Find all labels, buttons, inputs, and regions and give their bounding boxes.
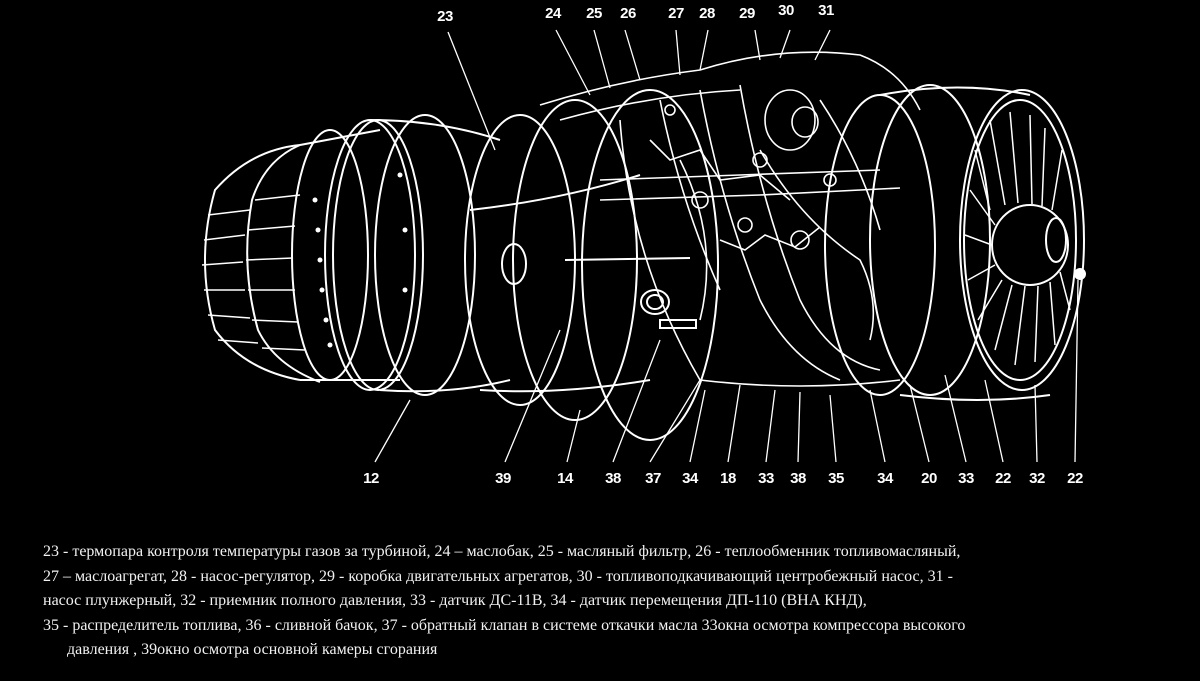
caption-line-4: 35 - распределитель топлива, 36 - сливно… <box>43 616 966 634</box>
callout-32: 32 <box>1029 470 1045 487</box>
callout-27: 27 <box>668 5 684 22</box>
caption-line-5: давления , 39окно осмотра основной камер… <box>67 641 438 658</box>
callout-38: 38 <box>605 470 621 487</box>
callout-34-b: 34 <box>877 470 893 487</box>
compressor-casing <box>824 84 1051 401</box>
caption-line-2: 27 – маслоагрегат, 28 - насос-регулятор,… <box>43 567 953 585</box>
callout-30: 30 <box>778 2 794 19</box>
engine-diagram: 23 24 25 26 27 28 29 30 31 12 39 14 38 3… <box>201 2 1086 487</box>
turbine-casing <box>291 114 511 396</box>
callout-34: 34 <box>682 470 698 487</box>
callout-18: 18 <box>720 470 736 487</box>
exhaust-nozzle <box>201 129 400 383</box>
leader-lines <box>374 29 1079 463</box>
combustor-casing <box>464 89 719 441</box>
engine-drawing <box>201 29 1086 463</box>
callout-39: 39 <box>495 470 511 487</box>
callout-24: 24 <box>545 5 561 22</box>
callout-29: 29 <box>739 5 755 22</box>
callout-12: 12 <box>363 470 379 487</box>
callout-37: 37 <box>645 470 661 487</box>
callout-23: 23 <box>437 8 453 25</box>
callout-20: 20 <box>921 470 937 487</box>
callout-22: 22 <box>995 470 1011 487</box>
callout-38-b: 38 <box>790 470 806 487</box>
callout-25: 25 <box>586 5 602 22</box>
legend-caption: 23 - термопара контроля температуры газо… <box>43 540 1183 663</box>
caption-line-3: насос плунжерный, 32 - приемник полного … <box>43 592 867 609</box>
callout-22-b: 22 <box>1067 470 1083 487</box>
caption-line-1: 23 - термопара контроля температуры газо… <box>43 543 961 560</box>
callout-35: 35 <box>828 470 844 487</box>
callout-14: 14 <box>557 470 573 487</box>
callout-33: 33 <box>758 470 774 487</box>
callout-28: 28 <box>699 5 715 22</box>
callout-33-b: 33 <box>958 470 974 487</box>
air-intake-fan <box>959 89 1086 391</box>
accessory-gearbox <box>539 51 921 387</box>
callout-26: 26 <box>620 5 636 22</box>
callout-31: 31 <box>818 2 834 19</box>
